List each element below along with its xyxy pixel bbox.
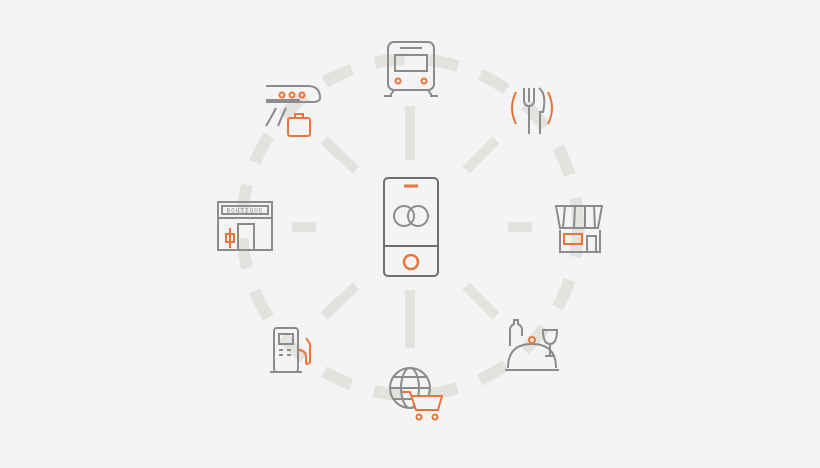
fork-knife-icon bbox=[511, 87, 553, 134]
cloche-wine-icon bbox=[505, 319, 559, 371]
storefront-icon bbox=[554, 205, 604, 253]
spokes bbox=[292, 106, 532, 348]
fuel-pump-icon bbox=[270, 327, 311, 373]
train-icon bbox=[384, 41, 438, 97]
boutique-sign-text: BOUTIQUE bbox=[227, 208, 264, 215]
airplane-luggage-icon bbox=[265, 85, 322, 137]
boutique-icon bbox=[217, 201, 273, 251]
smartphone-payment-icon bbox=[383, 177, 439, 277]
globe-cart-icon bbox=[389, 367, 444, 421]
